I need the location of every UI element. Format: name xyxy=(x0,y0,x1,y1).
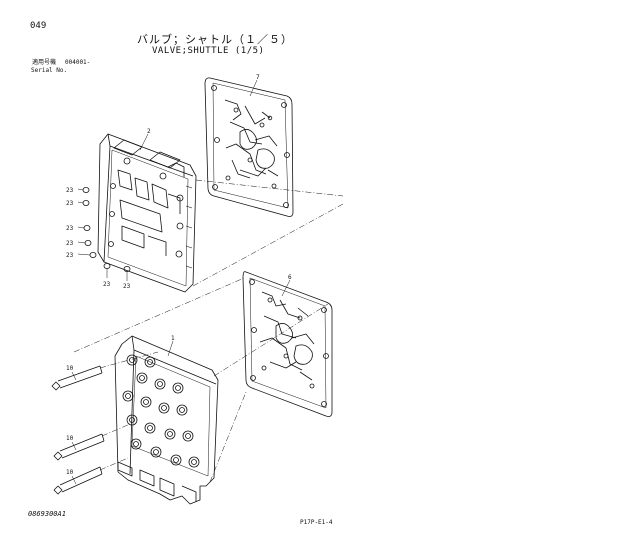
gasket-plate-6 xyxy=(242,271,333,417)
callout-part-1: 1 xyxy=(171,335,175,342)
callout-part-2: 2 xyxy=(147,128,151,135)
callout-part-23-a: 23 xyxy=(66,187,74,194)
callout-part-23-e: 23 xyxy=(66,252,74,259)
o-rings-23 xyxy=(82,186,131,272)
callout-part-10-c: 10 xyxy=(66,469,74,476)
callout-part-7: 7 xyxy=(256,74,260,81)
serial-value: 004001- xyxy=(65,59,91,66)
document-code: 0869300A1 xyxy=(28,510,66,518)
title-english: VALVE;SHUTTLE (1/5) xyxy=(152,46,265,56)
title-japanese: バルブ；シャトル（１／５） xyxy=(137,33,293,46)
callout-part-23-b: 23 xyxy=(66,200,74,207)
valve-body-2 xyxy=(97,133,197,293)
leader-lines xyxy=(71,79,291,485)
callout-part-10-b: 10 xyxy=(66,435,74,442)
valve-body-1 xyxy=(114,335,219,505)
callout-part-23-c: 23 xyxy=(66,225,74,232)
callout-part-6: 6 xyxy=(288,274,292,281)
serial-label-english: Serial No. xyxy=(31,67,68,74)
bolts-10 xyxy=(51,365,105,495)
gasket-plate-7 xyxy=(204,77,294,217)
serial-label-japanese: 適用号機 xyxy=(32,59,57,66)
callout-part-23-f: 23 xyxy=(103,281,111,288)
alignment-lines xyxy=(73,179,344,483)
reference-code: P17P-E1-4 xyxy=(300,519,333,526)
callout-part-23-g: 23 xyxy=(123,283,131,290)
callout-part-10-a: 10 xyxy=(66,365,74,372)
page-number: 049 xyxy=(30,21,47,31)
callout-part-23-d: 23 xyxy=(66,240,74,247)
